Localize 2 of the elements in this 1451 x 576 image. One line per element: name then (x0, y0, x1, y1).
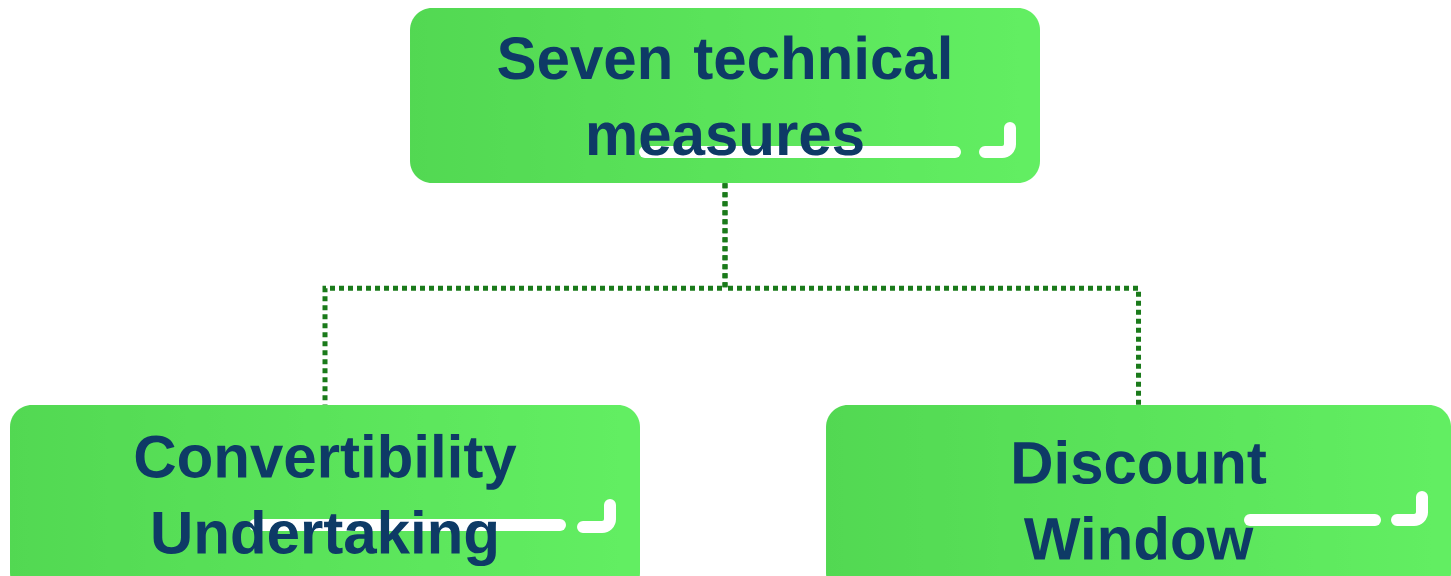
process-box: Discount Window (1014, 439, 1428, 560)
connector (722, 183, 1141, 405)
